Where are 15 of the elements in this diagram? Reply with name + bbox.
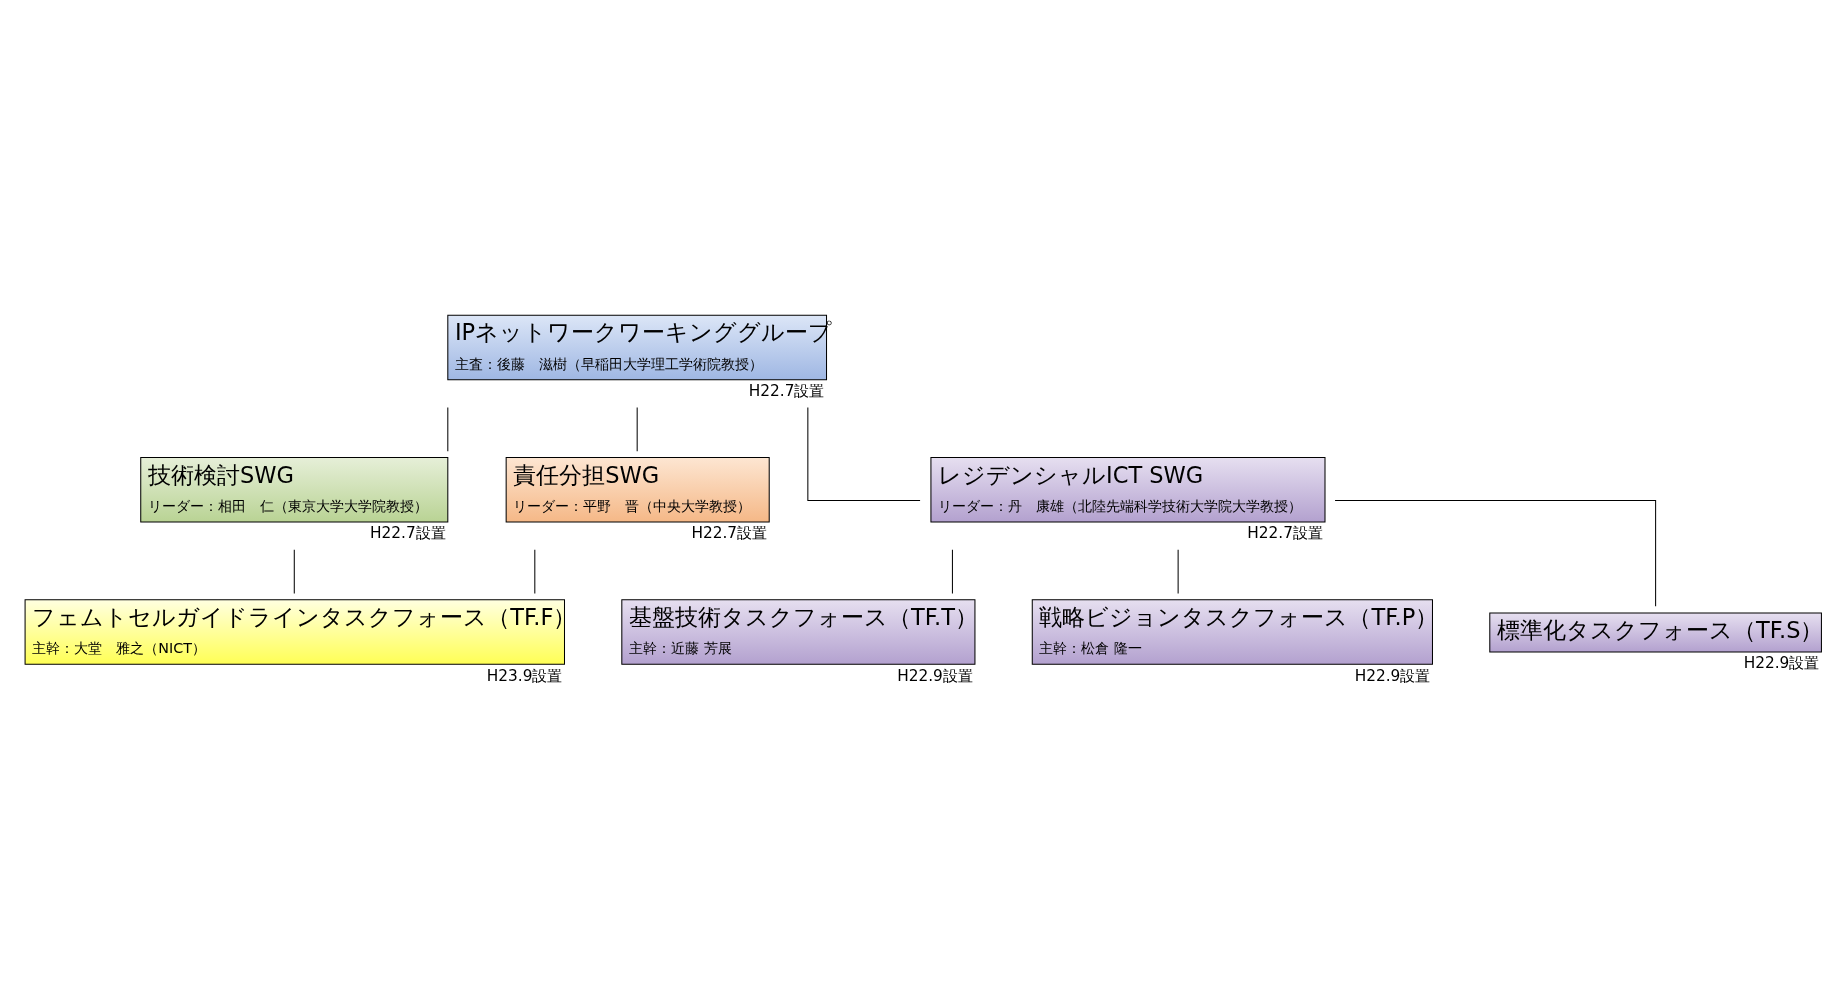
connector xyxy=(951,548,953,594)
node-label: H22.7設置 xyxy=(369,523,446,542)
connector xyxy=(636,406,638,452)
node-label: H22.7設置 xyxy=(748,381,824,400)
connector xyxy=(446,406,448,452)
connector xyxy=(1334,499,1656,607)
node-label: H22.7設置 xyxy=(1246,523,1323,542)
node-label: H22.7設置 xyxy=(690,523,767,542)
connector xyxy=(293,548,295,594)
node-label: H23.9設置 xyxy=(486,666,562,685)
node-label: H22.9設置 xyxy=(1354,666,1430,685)
node-label: H22.9設置 xyxy=(896,666,973,685)
connector xyxy=(806,406,921,501)
node-label: H22.9設置 xyxy=(1743,653,1819,672)
connector xyxy=(533,548,535,594)
